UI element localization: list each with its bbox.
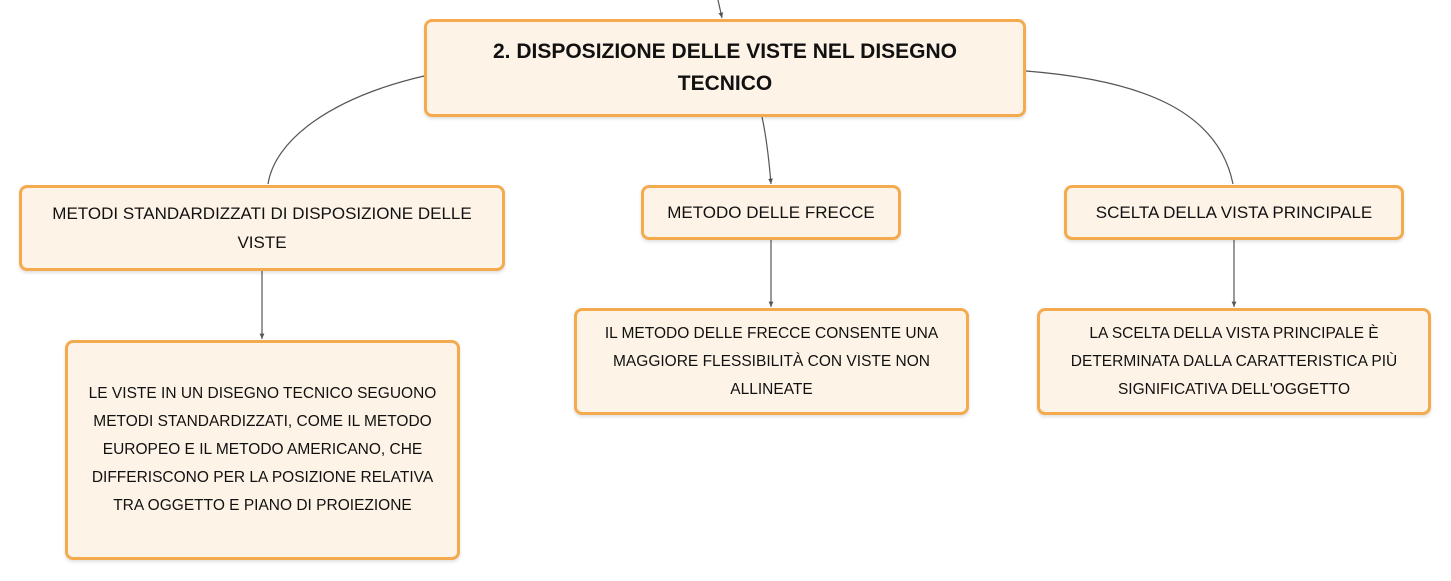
root-topic-title: 2. DISPOSIZIONE DELLE VISTE NEL DISEGNO … xyxy=(492,40,958,95)
subtopic-metodi-standardizzati[interactable]: METODI STANDARDIZZATI DI DISPOSIZIONE DE… xyxy=(19,185,505,271)
detail-text: LA SCELTA DELLA VISTA PRINCIPALE È DETER… xyxy=(1070,324,1398,398)
root-topic-node[interactable]: 2. DISPOSIZIONE DELLE VISTE NEL DISEGNO … xyxy=(424,19,1026,117)
connector-root-to-frecce xyxy=(761,116,773,185)
connector-incoming xyxy=(717,0,724,19)
subtopic-scelta-vista[interactable]: SCELTA DELLA VISTA PRINCIPALE xyxy=(1064,185,1404,240)
detail-text: IL METODO DELLE FRECCE CONSENTE UNA MAGG… xyxy=(604,324,939,398)
connector-root-to-scelta xyxy=(1025,70,1234,185)
subtopic-label: SCELTA DELLA VISTA PRINCIPALE xyxy=(1095,203,1373,222)
detail-text: LE VISTE IN UN DISEGNO TECNICO SEGUONO M… xyxy=(88,385,437,514)
connector-root-to-metodi xyxy=(267,75,425,185)
subtopic-label: METODO DELLE FRECCE xyxy=(667,203,875,222)
subtopic-metodo-frecce[interactable]: METODO DELLE FRECCE xyxy=(641,185,901,240)
detail-metodo-frecce[interactable]: IL METODO DELLE FRECCE CONSENTE UNA MAGG… xyxy=(574,308,969,415)
detail-metodi-standardizzati[interactable]: LE VISTE IN UN DISEGNO TECNICO SEGUONO M… xyxy=(65,340,460,560)
detail-scelta-vista[interactable]: LA SCELTA DELLA VISTA PRINCIPALE È DETER… xyxy=(1037,308,1431,415)
subtopic-label: METODI STANDARDIZZATI DI DISPOSIZIONE DE… xyxy=(52,204,472,252)
